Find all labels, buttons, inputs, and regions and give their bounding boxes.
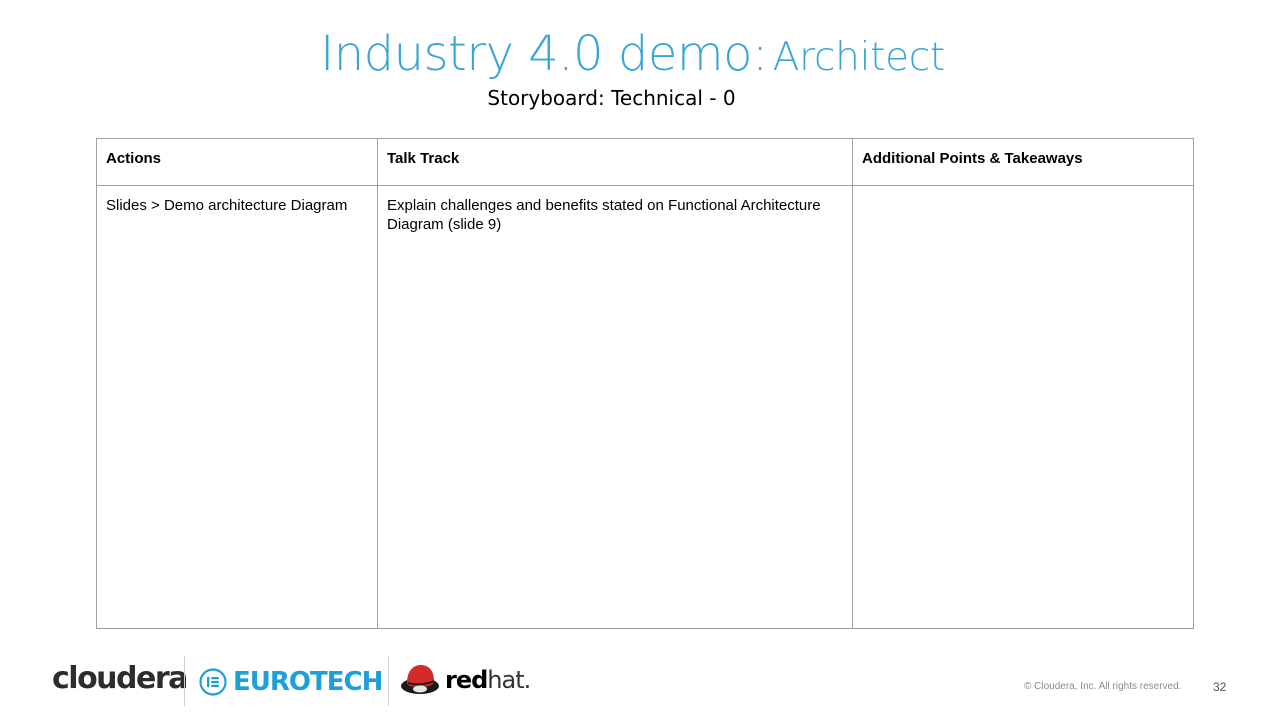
header-talk-track: Talk Track xyxy=(377,138,853,186)
redhat-shadowman-icon xyxy=(401,665,439,694)
redhat-wordmark: redhat. xyxy=(445,666,531,694)
cell-additional-points xyxy=(852,185,1194,629)
footer-divider xyxy=(388,656,389,706)
eurotech-logo: EUROTECH xyxy=(199,666,383,698)
cloudera-logo: cloudera xyxy=(52,661,188,696)
table-header-row: Actions Talk Track Additional Points & T… xyxy=(96,138,1194,186)
slide-title: Industry 4.0 demo: Architect xyxy=(0,30,1265,78)
redhat-logo: redhat. xyxy=(399,660,531,700)
storyboard-table: Actions Talk Track Additional Points & T… xyxy=(96,138,1194,629)
slide-title-main: Industry 4.0 demo: xyxy=(320,26,768,82)
redhat-wordmark-hat: hat. xyxy=(487,666,531,694)
redhat-wordmark-red: red xyxy=(445,666,488,694)
header-actions: Actions xyxy=(96,138,378,186)
table-row: Slides > Demo architecture Diagram Expla… xyxy=(96,185,1194,629)
page-number: 32 xyxy=(1213,680,1227,694)
eurotech-logo-icon xyxy=(199,668,227,696)
slide-subtitle: Storyboard: Technical - 0 xyxy=(487,86,736,110)
slide-title-sub: Architect xyxy=(772,35,945,80)
copyright-text: © Cloudera, Inc. All rights reserved. xyxy=(1024,681,1182,692)
slide-footer: cloudera EUROTECH redhat. © Cloudera, In… xyxy=(0,652,1279,712)
cell-talk-track: Explain challenges and benefits stated o… xyxy=(377,185,853,629)
footer-divider xyxy=(184,656,185,706)
eurotech-wordmark: EUROTECH xyxy=(233,667,383,697)
cell-actions: Slides > Demo architecture Diagram xyxy=(96,185,378,629)
header-additional-points: Additional Points & Takeaways xyxy=(852,138,1194,186)
